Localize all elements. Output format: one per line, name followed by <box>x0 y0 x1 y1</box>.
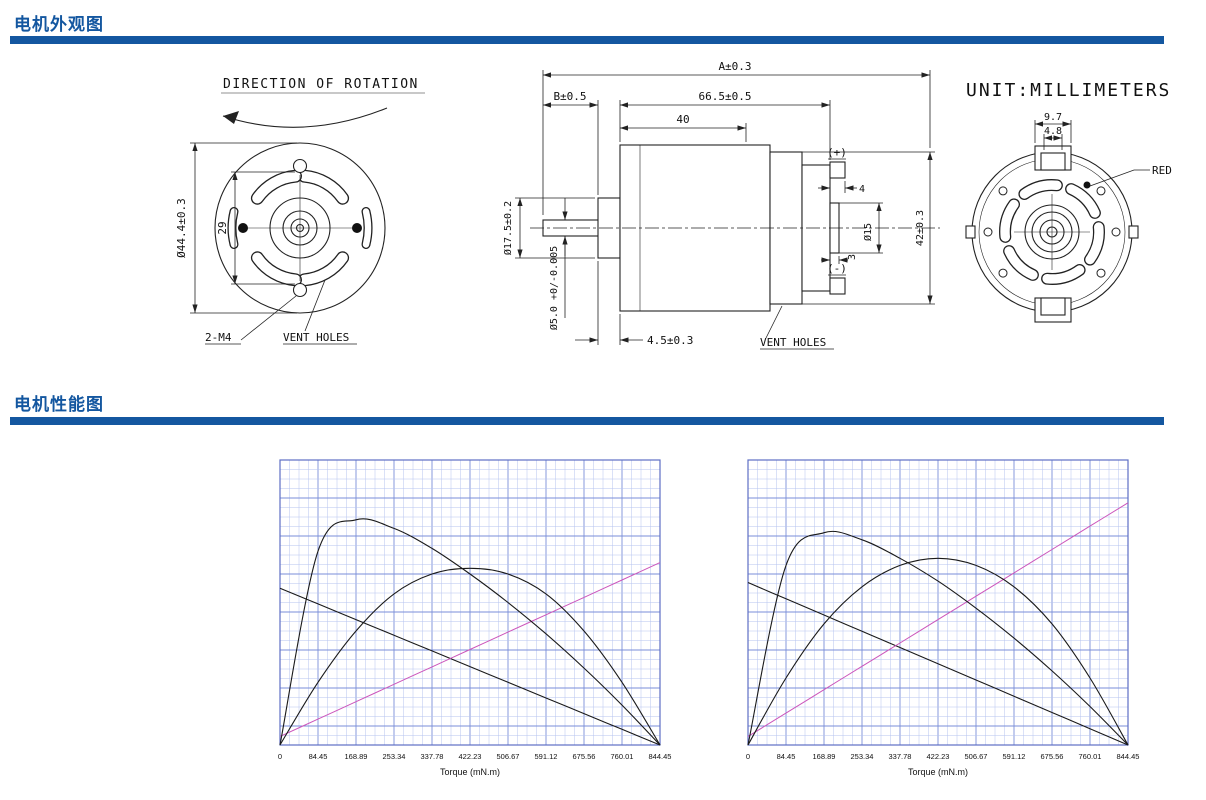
x-tick-label: 844.45 <box>1117 752 1140 761</box>
screw-hole-bottom <box>292 282 308 298</box>
screw-hole-top <box>292 158 308 174</box>
units-label: UNIT:MILLIMETERS <box>966 80 1171 101</box>
chart-grid <box>279 459 661 746</box>
mount-screw-right <box>352 223 362 233</box>
back-vent-slots <box>999 179 1105 285</box>
section-divider-bar <box>10 36 1164 44</box>
x-tick-label: 591.12 <box>535 752 558 761</box>
terminal-lug-bottom <box>829 277 846 295</box>
vent-hole-slots <box>227 169 373 287</box>
chart-axis: 0 84.45 168.89 253.34 337.78 422.23 506.67 591.… <box>746 752 1140 777</box>
front-view-drawing: DIRECTION OF ROTATION Ø44.4±0.3 29 2-M4 … <box>175 77 425 345</box>
dim-hub-diameter: Ø17.5±0.2 <box>502 201 514 255</box>
series-efficiency <box>279 518 661 746</box>
x-tick-label: 84.45 <box>309 752 328 761</box>
dim-body-length: 40 <box>676 113 689 126</box>
dim-shaft-length: B±0.5 <box>553 90 586 103</box>
x-tick-label: 506.67 <box>497 752 520 761</box>
terminal-negative-label: (-) <box>827 262 847 275</box>
series-speed <box>747 582 1129 746</box>
rim-notch-left <box>965 225 976 239</box>
motor-face <box>214 142 386 314</box>
series-speed <box>279 587 661 746</box>
vent-holes-label: VENT HOLES <box>283 331 349 344</box>
x-tick-label: 337.78 <box>421 752 444 761</box>
x-tick-label: 0 <box>278 752 282 761</box>
back-view-dimensions: 9.7 4.8 RED <box>1034 112 1172 187</box>
front-view-dimensions: Ø44.4±0.3 29 2-M4 VENT HOLES <box>175 142 357 345</box>
back-small-holes <box>983 186 1121 278</box>
x-axis-title: Torque (mN.m) <box>440 767 500 777</box>
x-tick-label: 506.67 <box>965 752 988 761</box>
performance-chart-left-svg: 0 84.45 168.89 253.34 337.78 422.23 506.67 591.… <box>278 459 672 777</box>
chart-axis: 0 84.45 168.89 253.34 337.78 422.23 506.67 591.… <box>278 752 672 777</box>
screw-spec-label: 2-M4 <box>205 331 232 344</box>
red-wire-label: RED <box>1152 164 1172 177</box>
rotation-arrow-arc <box>222 107 388 128</box>
x-tick-label: 422.23 <box>459 752 482 761</box>
x-tick-label: 422.23 <box>927 752 950 761</box>
side-view-dimensions: A±0.3 B±0.5 66.5±0.5 40 Ø17.5±0.2 Ø5.0 +… <box>502 60 935 350</box>
x-axis-title: Torque (mN.m) <box>908 767 968 777</box>
x-tick-label: 337.78 <box>889 752 912 761</box>
dim-boss-diameter: Ø15 <box>862 223 874 241</box>
x-tick-label: 253.34 <box>851 752 874 761</box>
x-tick-label: 675.56 <box>573 752 596 761</box>
x-tick-label: 844.45 <box>649 752 672 761</box>
side-view-drawing: A±0.3 B±0.5 66.5±0.5 40 Ø17.5±0.2 Ø5.0 +… <box>502 60 940 350</box>
series-current <box>279 562 661 737</box>
direction-of-rotation-label: DIRECTION OF ROTATION <box>223 77 419 92</box>
terminal-lug-top <box>829 161 846 179</box>
terminal-positive-label: (+) <box>827 146 847 159</box>
x-tick-label: 760.01 <box>611 752 634 761</box>
dim-hub-length: 4.5±0.3 <box>647 334 693 347</box>
dim-body-cap-length: 66.5±0.5 <box>699 90 752 103</box>
chart-curves <box>747 502 1129 746</box>
chart-grid <box>747 459 1129 746</box>
performance-chart-right-svg: 0 84.45 168.89 253.34 337.78 422.23 506.67 591.… <box>746 459 1140 777</box>
x-tick-label: 591.12 <box>1003 752 1026 761</box>
red-wire-dot <box>1083 181 1091 189</box>
vent-holes-label-side: VENT HOLES <box>760 336 826 349</box>
dim-connector-inner: 4.8 <box>1044 126 1062 137</box>
x-tick-label: 675.56 <box>1041 752 1064 761</box>
series-output-power <box>279 567 661 746</box>
x-tick-label: 84.45 <box>777 752 796 761</box>
dim-outer-diameter: Ø44.4±0.3 <box>175 198 188 258</box>
performance-chart-right: 0 84.45 168.89 253.34 337.78 422.23 506.67 591.… <box>724 452 1148 797</box>
mount-screw-left <box>238 223 248 233</box>
section-title-outline: 电机外观图 <box>14 15 104 34</box>
series-output-power <box>747 557 1129 746</box>
series-efficiency <box>747 530 1129 746</box>
dim-terminal-width: 4 <box>859 184 865 195</box>
chart-curves <box>279 518 661 746</box>
series-current <box>747 502 1129 737</box>
x-tick-label: 253.34 <box>383 752 406 761</box>
dim-shaft-diameter: Ø5.0 +0/-0.005 <box>548 246 560 330</box>
rim-notch-right <box>1128 225 1139 239</box>
back-view-drawing: UNIT:MILLIMETERS 9.7 4.8 RED <box>965 80 1172 323</box>
dim-overall-length: A±0.3 <box>718 60 751 73</box>
dim-endcap-diameter: 42±0.3 <box>915 210 926 246</box>
section-divider-bar-2 <box>10 417 1164 425</box>
x-tick-label: 0 <box>746 752 750 761</box>
performance-chart-left: 0 84.45 168.89 253.34 337.78 422.23 506.67 591.… <box>256 452 680 797</box>
rotation-arrow-head <box>223 111 239 124</box>
dim-boss-length: 3 <box>847 254 858 260</box>
motor-back-face <box>965 145 1139 323</box>
x-tick-label: 168.89 <box>345 752 368 761</box>
x-tick-label: 760.01 <box>1079 752 1102 761</box>
dim-connector-outer: 9.7 <box>1044 112 1062 123</box>
section-title-performance: 电机性能图 <box>14 395 104 414</box>
motor-body-outline <box>530 144 940 312</box>
x-tick-label: 168.89 <box>813 752 836 761</box>
dim-hole-spacing: 29 <box>216 221 229 234</box>
